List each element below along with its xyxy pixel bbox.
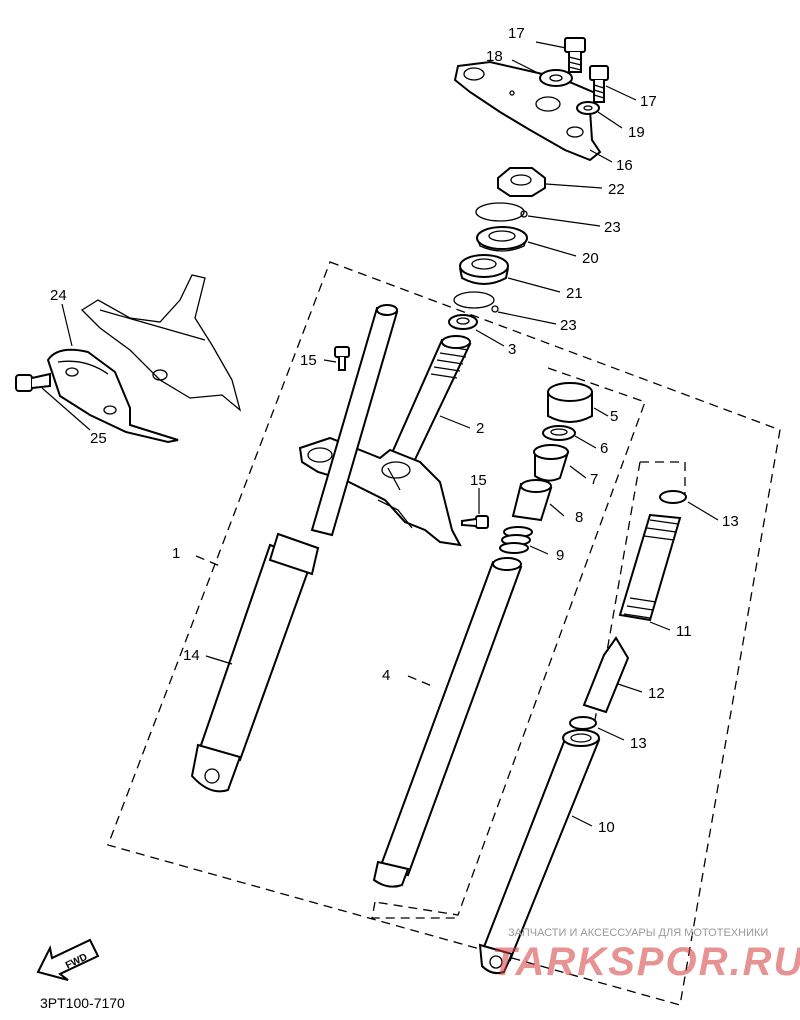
bearing-part-20 — [476, 226, 528, 252]
callout-10: 10 — [598, 819, 615, 836]
fork-tube-part-4 — [372, 557, 523, 888]
fork-outer-tube-part-14 — [190, 532, 320, 793]
lock-washer-part-23a — [475, 202, 528, 222]
callout-3: 3 — [508, 341, 516, 358]
callout-2: 2 — [476, 420, 484, 437]
callout-4: 4 — [382, 667, 390, 684]
dust-seal-part-3 — [448, 314, 478, 330]
callout-15b: 15 — [470, 472, 487, 489]
bolt-part-15b — [461, 515, 489, 529]
bolt-part-17a — [564, 37, 586, 73]
watermark-top-text: ЗАПЧАСТИ И АКСЕССУАРЫ ДЛЯ МОТОТЕХНИКИ — [508, 927, 768, 939]
bolt-part-15a — [334, 346, 350, 371]
callout-18: 18 — [486, 48, 503, 65]
callout-24: 24 — [50, 287, 67, 304]
callout-11: 11 — [676, 623, 692, 640]
callout-7: 7 — [590, 471, 598, 488]
headlight-housing-ghost — [80, 274, 242, 412]
callout-labels: 1 2 3 4 5 6 7 8 9 10 11 12 13 13 14 15 1… — [50, 25, 739, 836]
callout-23a: 23 — [604, 219, 621, 236]
callout-21: 21 — [566, 285, 583, 302]
callout-19: 19 — [628, 124, 645, 141]
callout-17b: 17 — [640, 93, 657, 110]
callout-25: 25 — [90, 430, 107, 447]
lock-washer-part-23b — [453, 291, 499, 313]
callout-9: 9 — [556, 547, 564, 564]
fork-spring-part-11 — [618, 513, 682, 622]
outer-tube-part-10 — [478, 729, 601, 975]
callout-13b: 13 — [630, 735, 647, 752]
oil-seal-part-5 — [547, 382, 593, 423]
callout-14: 14 — [183, 647, 200, 664]
clip-part-6 — [542, 425, 576, 441]
callout-20: 20 — [582, 250, 599, 267]
damper-rod-part-12 — [582, 636, 630, 714]
fwd-arrow-icon: FWD — [36, 938, 100, 981]
steering-stem-part-2 — [386, 335, 472, 472]
diagram-code: 3PT100-7170 — [40, 995, 125, 1011]
callout-leader-lines — [41, 41, 719, 827]
bushing-part-7 — [533, 444, 570, 482]
spring-part-9 — [499, 526, 533, 554]
callout-13a: 13 — [722, 513, 739, 530]
callout-15a: 15 — [300, 352, 317, 369]
callout-1: 1 — [172, 545, 180, 562]
bolt-part-25 — [15, 372, 51, 392]
watermark-brand-text: TARKSPOR.RU — [492, 940, 800, 984]
washer-part-18 — [539, 69, 573, 87]
callout-16: 16 — [616, 157, 633, 174]
callout-8: 8 — [575, 509, 583, 526]
callout-6: 6 — [600, 440, 608, 457]
washer-part-19 — [576, 101, 600, 115]
bushing-part-8 — [511, 479, 553, 522]
callout-5: 5 — [610, 408, 618, 425]
ring-nut-part-22 — [497, 167, 546, 197]
callout-23b: 23 — [560, 317, 577, 334]
bearing-part-21 — [459, 254, 509, 285]
bolt-part-17b — [589, 65, 609, 103]
washer-part-13-bottom — [569, 716, 597, 730]
headlight-stay-part-24 — [46, 348, 179, 444]
callout-17a: 17 — [508, 25, 525, 42]
callout-22: 22 — [608, 181, 625, 198]
fork-inner-tube-left — [310, 304, 399, 537]
callout-12: 12 — [648, 685, 665, 702]
washer-part-13-top — [659, 490, 687, 504]
